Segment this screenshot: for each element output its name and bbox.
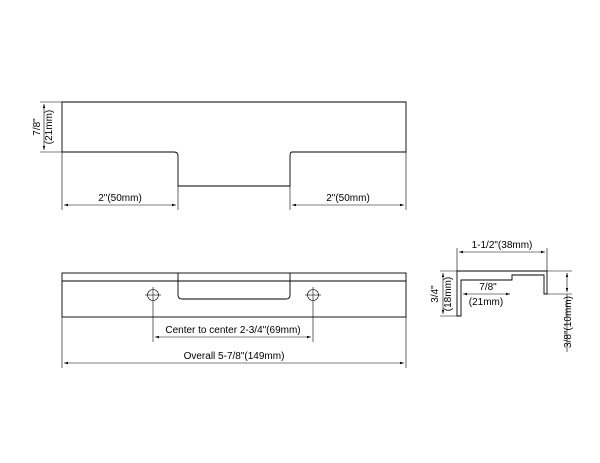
front-view: Center to center 2-3/4"(69mm) Overall 5-… [61,272,407,368]
side-lip-label: 3/8"(10mm) [563,296,574,348]
side-inner-label: 7/8" [479,282,497,293]
side-view-profile [456,270,548,317]
top-left-width-label: 2"(50mm) [98,193,142,204]
top-height-label-mm: (21mm) [44,110,55,144]
side-height-label-mm: (18mm) [443,277,454,311]
front-view-grip-recess [177,273,291,300]
top-view: 7/8" (21mm) 2"(50mm) 2"(50mm) [32,101,407,210]
side-inner-label-mm: (21mm) [469,297,503,308]
side-height-label: 3/4" [430,285,441,303]
top-view-outline [61,101,407,187]
front-overall-label: Overall 5-7/8"(149mm) [184,351,285,362]
front-center-label: Center to center 2-3/4"(69mm) [165,325,300,336]
side-depth-label: 1-1/2"(38mm) [472,240,533,251]
top-height-label: 7/8" [32,118,43,136]
front-view-outline [61,272,407,318]
side-view: 1-1/2"(38mm) 7/8" (21mm) 3/4" (18mm) 3/8… [430,240,574,352]
top-right-width-label: 2"(50mm) [326,193,370,204]
